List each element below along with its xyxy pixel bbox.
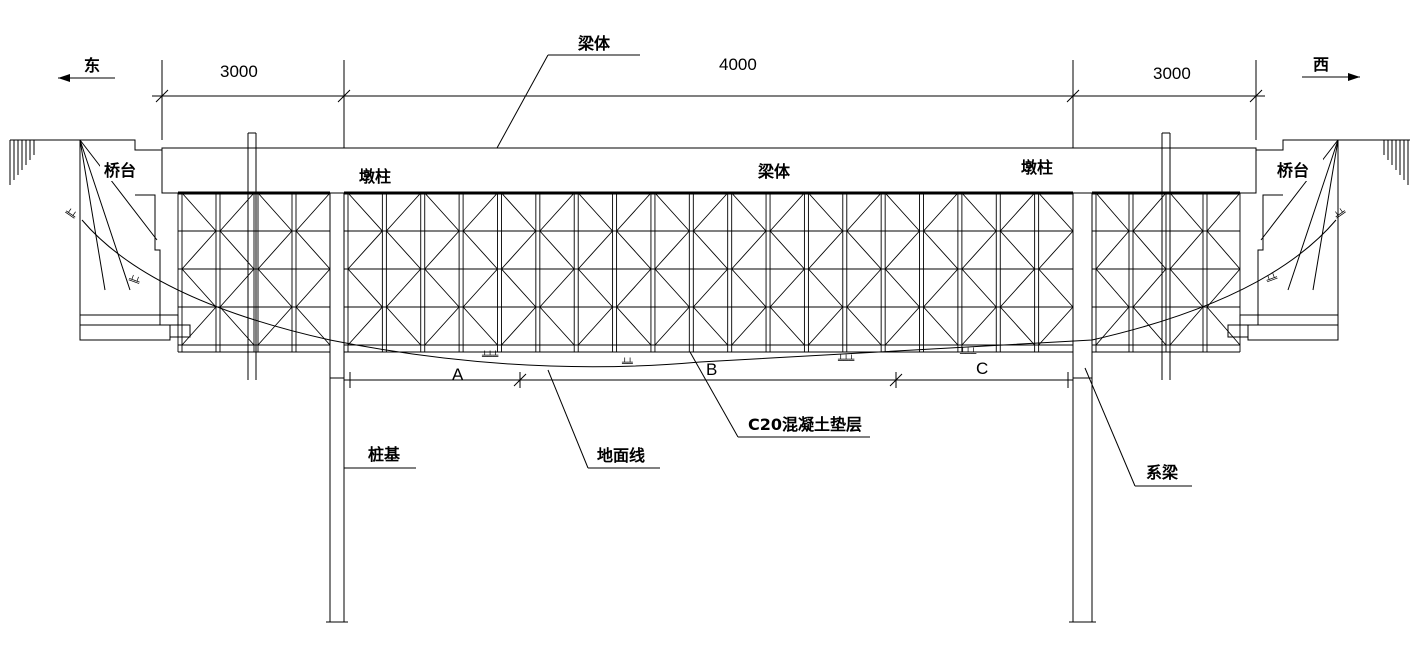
svg-text:╧╧╧: ╧╧╧ — [481, 350, 499, 362]
ground-line — [81, 219, 1337, 368]
tie-beam-label: 系梁 — [1146, 463, 1179, 482]
soil-hatch-right — [1383, 140, 1409, 185]
svg-text:╧╧: ╧╧ — [621, 357, 633, 369]
dimension-line — [152, 60, 1265, 148]
west-arrow — [1302, 73, 1360, 81]
beam-top-label: 梁体 — [577, 34, 611, 53]
pile-label: 桩基 — [368, 445, 401, 464]
east-direction-label: 东 — [84, 56, 100, 75]
abutment-right — [1227, 139, 1410, 341]
west-direction-label: 西 — [1313, 55, 1329, 74]
soil-hatch-left — [9, 140, 35, 185]
dim-left-span: 3000 — [220, 62, 258, 81]
dim-middle-span: 4000 — [719, 55, 757, 74]
abutment-left-label-bg — [100, 159, 160, 181]
pier-left — [247, 132, 348, 623]
east-arrow — [58, 74, 115, 82]
beam-mid-label: 梁体 — [757, 162, 791, 181]
svg-text:╧╧: ╧╧ — [1332, 206, 1349, 223]
beam-body — [161, 147, 1257, 195]
beam-leader-line — [496, 54, 640, 149]
pier-right-label: 墩柱 — [1021, 158, 1053, 177]
section-baseline — [344, 372, 1073, 388]
svg-text:╧╧: ╧╧ — [1264, 272, 1280, 288]
abutment-right-label-bg — [1273, 159, 1323, 181]
section-b-label: B — [706, 360, 717, 379]
abutment-right-label: 桥台 — [1277, 161, 1309, 180]
cushion-label: C20混凝土垫层 — [748, 415, 862, 434]
ground-line-label: 地面线 — [597, 446, 645, 465]
pier-left-label: 墩柱 — [359, 167, 391, 186]
abutment-left — [10, 139, 191, 341]
cushion-leader-line — [689, 351, 870, 438]
dim-right-span: 3000 — [1153, 64, 1191, 83]
scaffold-frame — [177, 192, 1241, 353]
ground-line-leader — [547, 369, 660, 469]
tie-beam-leader — [1084, 367, 1192, 487]
section-a-label: A — [452, 365, 464, 384]
svg-text:╧╧: ╧╧ — [61, 206, 78, 223]
svg-text:╧╧╧: ╧╧╧ — [837, 354, 855, 366]
pier-right — [1069, 132, 1171, 623]
svg-text:╧╧╧: ╧╧╧ — [959, 347, 977, 359]
section-c-label: C — [976, 359, 988, 378]
abutment-left-label: 桥台 — [104, 161, 136, 180]
